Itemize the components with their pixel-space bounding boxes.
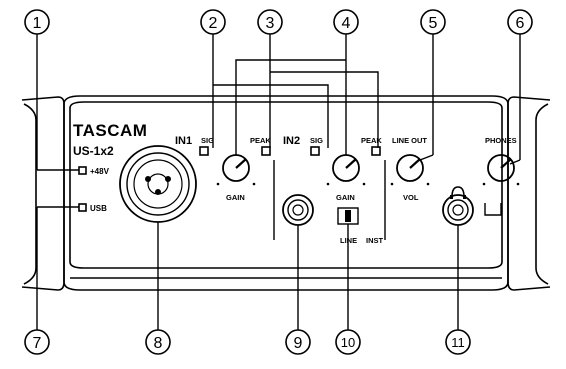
peak1-label: PEAK: [250, 136, 271, 145]
sig2-label: SIG: [310, 136, 323, 145]
callout-7-circle: [24, 329, 50, 355]
phones-knob: PHONES: [482, 136, 520, 186]
front-panel: [63, 95, 509, 291]
phones-bracket: [484, 203, 502, 216]
callout-8: 8: [154, 335, 163, 352]
callout-2-circle: [200, 9, 226, 35]
right-side-cap: [507, 96, 551, 291]
line-out-knob: LINE OUT VOL: [390, 136, 430, 202]
peak2-label: PEAK: [361, 136, 382, 145]
callout-10: 10: [341, 335, 355, 350]
gain1-label: GAIN: [226, 193, 245, 202]
callout-1-circle: [24, 9, 50, 35]
callout-3: 3: [266, 15, 275, 32]
callout-11: 11: [451, 335, 465, 350]
callout-10-circle: [335, 329, 361, 355]
vol-label: VOL: [403, 193, 419, 202]
gain2-knob: GAIN: [326, 154, 366, 202]
brand-logo: TASCAM: [73, 121, 147, 140]
instrument-jack: [282, 194, 314, 226]
sig1-led: [199, 146, 209, 156]
sig2-led: [310, 146, 320, 156]
headphone-icon: [451, 186, 465, 198]
left-side-cap: [21, 96, 65, 291]
sig1-label: SIG: [201, 136, 214, 145]
switch-lever: [345, 210, 351, 222]
sig2-indicator: SIG: [310, 136, 323, 156]
model-name: US-1x2: [73, 144, 114, 158]
usb-led: [78, 203, 87, 212]
callout-5-circle: [420, 9, 446, 35]
callout-leaders: [36, 34, 521, 330]
callout-9-circle: [285, 329, 311, 355]
switch-inst-label: INST: [366, 236, 384, 245]
callout-4: 4: [342, 15, 351, 32]
callout-3-circle: [257, 9, 283, 35]
phones-label: PHONES: [485, 136, 517, 145]
line-inst-switch: LINE INST: [337, 207, 384, 245]
xlr-combo-jack: [119, 145, 197, 223]
device-body: [21, 95, 551, 291]
callout-9: 9: [294, 335, 303, 352]
sig1-indicator: SIG: [199, 136, 214, 156]
callout-numbers: 1 2 3 4 5 6 7 8 9 10 11: [33, 15, 525, 352]
usb-indicator: USB: [78, 203, 107, 213]
line-out-label: LINE OUT: [392, 136, 427, 145]
gain1-knob: GAIN: [216, 154, 256, 202]
callout-5: 5: [429, 15, 438, 32]
callout-markers: [24, 9, 533, 355]
callout-6: 6: [516, 15, 525, 32]
peak1-indicator: PEAK: [250, 136, 271, 156]
callout-8-circle: [145, 329, 171, 355]
callout-1: 1: [33, 15, 42, 32]
callout-11-circle: [445, 329, 471, 355]
peak2-indicator: PEAK: [361, 136, 382, 156]
phantom-led: [78, 166, 87, 175]
gain2-label: GAIN: [336, 193, 355, 202]
peak1-led: [261, 146, 271, 156]
callout-2: 2: [209, 15, 218, 32]
usb-label: USB: [90, 204, 107, 213]
callout-7: 7: [33, 335, 42, 352]
headphone-jack: [442, 186, 474, 226]
phantom-label: +48V: [90, 167, 110, 176]
in1-label: IN1: [175, 135, 192, 147]
callout-4-circle: [333, 9, 359, 35]
callout-6-circle: [507, 9, 533, 35]
in2-label: IN2: [283, 135, 300, 147]
peak2-led: [371, 146, 381, 156]
phantom-indicator: +48V: [78, 166, 110, 176]
